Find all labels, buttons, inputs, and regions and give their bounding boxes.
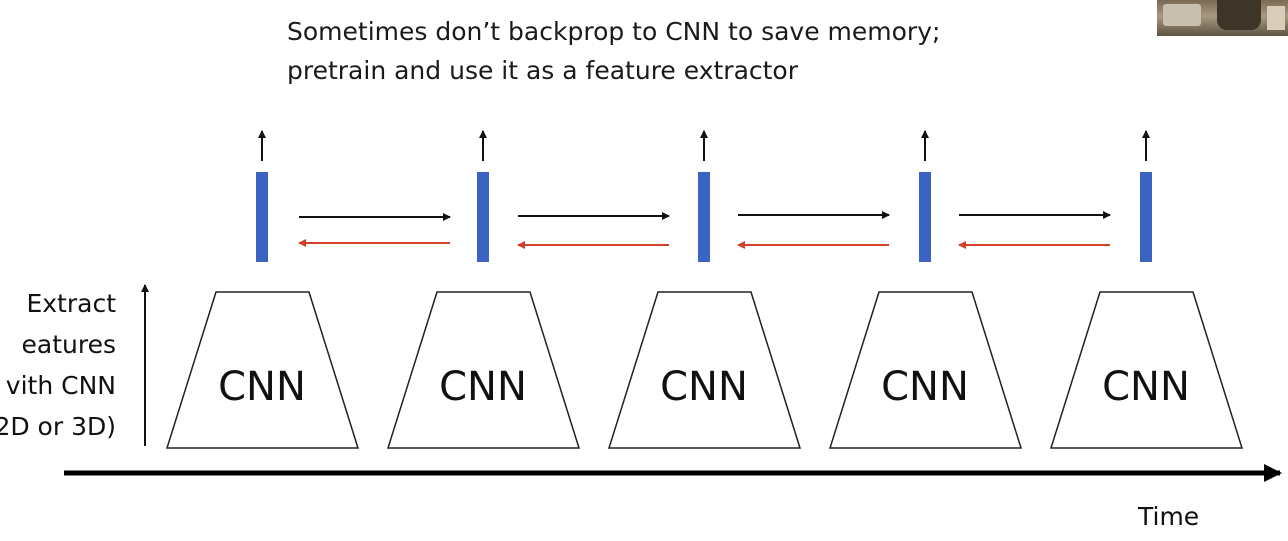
side-label-line-2: eatures	[21, 330, 116, 359]
cnn-label: CNN	[1102, 364, 1190, 410]
feature-extraction-label: Extract eatures vith CNN 2D or 3D)	[0, 283, 116, 447]
feature-vector-bar	[477, 172, 489, 262]
webcam-shape	[1217, 0, 1261, 30]
webcam-shape	[1163, 4, 1201, 26]
time-axis-label: Time	[1138, 502, 1200, 531]
webcam-shape	[1267, 6, 1285, 30]
caption-line-2: pretrain and use it as a feature extract…	[287, 56, 799, 85]
feature-vector-bar	[919, 172, 931, 262]
cnn-block-2: CNN	[386, 291, 581, 449]
cnn-block-4: CNN	[828, 291, 1023, 449]
side-label-line-4: 2D or 3D)	[0, 412, 116, 441]
feature-vector-bar	[256, 172, 268, 262]
caption-line-1: Sometimes don’t backprop to CNN to save …	[287, 17, 941, 46]
cnn-label: CNN	[660, 364, 748, 410]
cnn-block-5: CNN	[1049, 291, 1244, 449]
side-label-line-3: vith CNN	[5, 371, 116, 400]
feature-vector-bar	[698, 172, 710, 262]
cnn-block-1: CNN	[165, 291, 360, 449]
cnn-label: CNN	[881, 364, 969, 410]
webcam-thumbnail	[1157, 0, 1288, 36]
cnn-block-3: CNN	[607, 291, 802, 449]
cnn-label: CNN	[218, 364, 306, 410]
feature-vector-bar	[1140, 172, 1152, 262]
caption: Sometimes don’t backprop to CNN to save …	[287, 12, 940, 90]
cnn-label: CNN	[439, 364, 527, 410]
side-label-line-1: Extract	[26, 289, 116, 318]
